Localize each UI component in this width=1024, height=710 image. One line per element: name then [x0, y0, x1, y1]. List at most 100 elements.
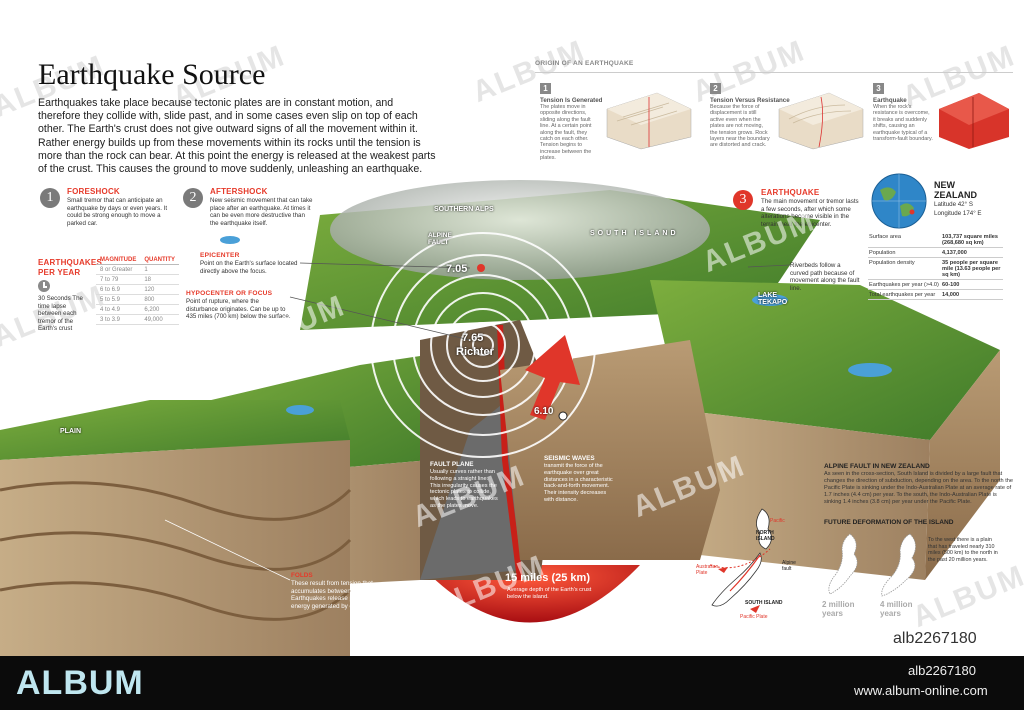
footer-url-link[interactable]: www.album-online.com [854, 683, 988, 698]
earthquake-cross-section-illustration [0, 180, 1000, 656]
mini-map-alpine-fault-label: Alpine fault [782, 560, 796, 572]
origin-title: ORIGIN OF AN EARTHQUAKE [535, 60, 634, 67]
plain-label: PLAIN [60, 428, 81, 435]
step-title: Earthquake [873, 97, 907, 104]
table-cell: 35 people per square mile (13.63 people … [941, 257, 1003, 280]
earthquake-number-icon: 3 [733, 190, 753, 210]
table-cell: 120 [140, 284, 180, 295]
footer-bar: ALBUM alb2267180 www.album-online.com [0, 656, 1024, 710]
image-id-overlay: alb2267180 [893, 630, 977, 647]
table-header: MAGNITUDE [96, 256, 141, 265]
table-header: QUANTITY [140, 256, 180, 265]
mini-map-pacific-plate-label: Pacific Plate [740, 614, 768, 620]
nz-latitude: Latitude 42° S [934, 201, 973, 208]
future-text: To the west there is a plain that has tr… [928, 537, 998, 563]
table-cell: 1 [140, 264, 180, 275]
mini-map-australian-plate-label: Australian Plate [696, 564, 719, 576]
step-1-diagram [606, 92, 692, 150]
step-2-diagram [778, 92, 864, 150]
seismic-waves-title: SEISMIC WAVES [544, 455, 595, 462]
aftershock-title: AFTERSHOCK [210, 187, 268, 196]
table-cell: Total earthquakes per year [868, 289, 941, 300]
table-cell: 7 to 79 [96, 274, 141, 285]
table-cell: 14,000 [941, 289, 1003, 300]
nz-plates-map [709, 508, 772, 613]
step-number: 1 [540, 83, 551, 94]
magnitude-705-label: 7.05 [446, 263, 468, 275]
step-3-diagram [939, 93, 1009, 149]
hypocenter-title: HYPOCENTER OR FOCUS [186, 290, 273, 297]
table-cell: 4,137,000 [941, 247, 1003, 258]
table-cell: 800 [140, 294, 180, 305]
table-cell: Surface area [868, 232, 941, 248]
table-cell: Population density [868, 257, 941, 280]
table-cell: 6,200 [140, 304, 180, 315]
magnitude-610-label: 6.10 [534, 406, 554, 417]
table-cell: 5 to 5.9 [96, 294, 141, 305]
hypocenter-text: Point of rupture, where the disturbance … [186, 298, 291, 321]
alpine-nz-text: As seen in the cross-section, South Isla… [824, 471, 1013, 505]
aftershock-number-icon: 2 [183, 188, 203, 208]
step-number: 3 [873, 83, 884, 94]
foreshock-title: FORESHOCK [67, 187, 120, 196]
intro-text: Earthquakes take place because tectonic … [38, 97, 436, 176]
nz-title: NEW ZEALAND [934, 180, 977, 200]
clock-icon [38, 280, 50, 292]
folds-title: FOLDS [291, 572, 313, 579]
mini-map-pacific-label: Pacific [770, 518, 785, 524]
future-4m-island-shape [881, 533, 916, 597]
mini-map-north-island-label: NORTH ISLAND [756, 530, 775, 542]
step-text: When the rock's resistance is overcome, … [873, 104, 933, 143]
table-cell: Earthquakes per year (>4.0) [868, 279, 941, 290]
future-2m-label: 2 million years [822, 600, 855, 618]
origin-panel: 1 Tension Is Generated The plates move i… [535, 72, 1013, 162]
south-island-label: SOUTH ISLAND [590, 230, 679, 237]
future-4m-label: 4 million years [880, 600, 913, 618]
table-cell: 4 to 4.9 [96, 304, 141, 315]
step-title: Tension Is Generated [540, 97, 603, 104]
step-text: The plates move in opposite directions, … [540, 104, 592, 162]
nz-longitude: Longitude 174° E [934, 210, 982, 217]
folds-text: These result from tension that accumulat… [291, 580, 400, 610]
table-cell: Population [868, 247, 941, 258]
table-cell: 60-100 [941, 279, 1003, 290]
globe-icon [871, 173, 927, 229]
table-cell: 18 [140, 274, 180, 285]
foreshock-number-icon: 1 [40, 188, 60, 208]
fault-plane-text: Usually curves rather than following a s… [430, 469, 498, 509]
alpine-nz-title: ALPINE FAULT IN NEW ZEALAND [824, 463, 930, 470]
magnitude-765-label: 7.65 [462, 332, 484, 344]
table-cell: 8 or Greater [96, 264, 141, 275]
table-row: Earthquakes per year (>4.0)60-100 [868, 279, 1003, 290]
foreshock-text: Small tremor that can anticipate an eart… [67, 197, 168, 227]
riverbeds-text: Riverbeds follow a curved path because o… [790, 262, 860, 292]
epicenter-title: EPICENTER [200, 252, 240, 259]
seismic-waves-text: transmit the force of the earthquake ove… [544, 463, 613, 503]
footer-brand-logo: ALBUM [16, 664, 144, 702]
future-2m-island-shape [828, 533, 858, 595]
richter-label: Richter [456, 346, 494, 358]
fault-plane-title: FAULT PLANE [430, 461, 474, 468]
aftershock-text: New seismic movement that can take place… [210, 197, 313, 227]
table-cell: 6 to 6.9 [96, 284, 141, 295]
mini-map-south-island-label: SOUTH ISLAND [745, 600, 783, 606]
depth-text: Average depth of the Earth's crust below… [507, 587, 592, 600]
table-cell: 103,737 square miles (268,680 sq km) [941, 232, 1003, 248]
future-title: FUTURE DEFORMATION OF THE ISLAND [824, 519, 954, 526]
per-year-title: EARTHQUAKES PER YEAR [38, 258, 102, 277]
lake-tekapo-label: LAKE TEKAPO [758, 292, 788, 306]
step-title: Tension Versus Resistance [710, 97, 790, 104]
epicenter-text: Point on the Earth's surface located dir… [200, 260, 298, 275]
